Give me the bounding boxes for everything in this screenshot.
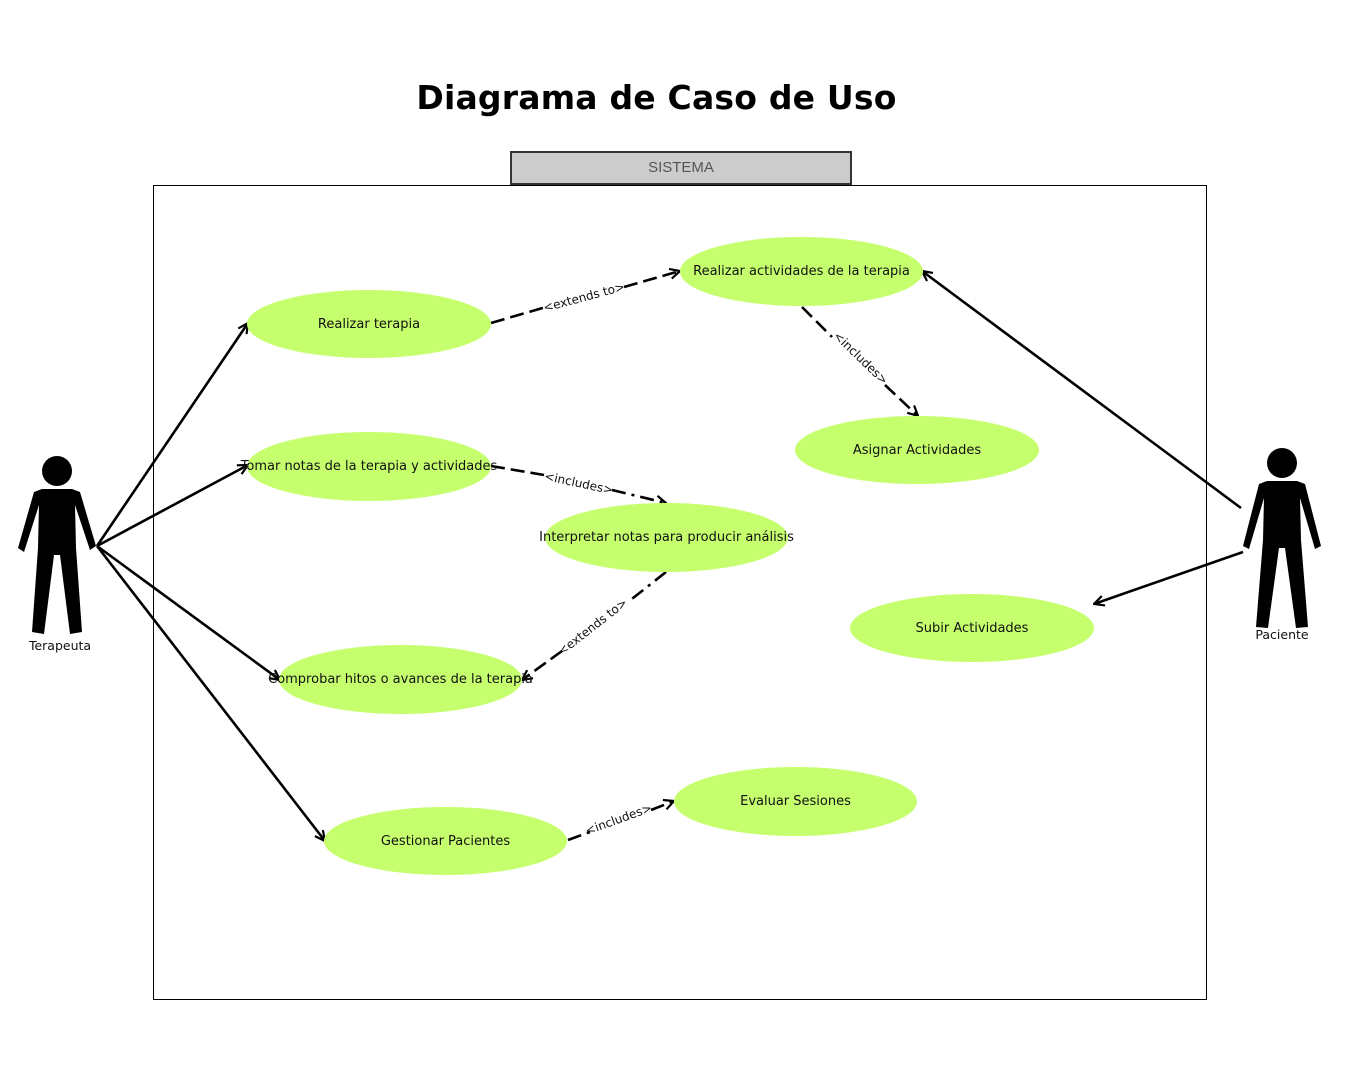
extends-line-2a (627, 570, 667, 604)
extends-line-2b (522, 649, 563, 680)
includes-line-2b (611, 488, 666, 503)
usecase-realizar-terapia[interactable]: Realizar terapia (247, 290, 491, 358)
includes-label-2: <includes> (543, 469, 614, 497)
extends-label-2: <extends to> (555, 596, 630, 659)
terapeuta-actor-icon (18, 456, 96, 634)
includes-line-3b (650, 801, 674, 812)
usecase-asignar-actividades[interactable]: Asignar Actividades (795, 416, 1039, 484)
paciente-actor-icon (1243, 448, 1321, 628)
usecase-gestionar-pacientes[interactable]: Gestionar Pacientes (324, 807, 567, 875)
usecase-tomar-notas[interactable]: Tomar notas de la terapia y actividades (241, 432, 497, 501)
extends-line-1a (490, 305, 547, 325)
assoc-paciente-subir-actividades (1094, 550, 1244, 604)
system-boundary (153, 185, 1207, 1000)
usecase-evaluar-sesiones[interactable]: Evaluar Sesiones (674, 767, 917, 836)
usecase-subir-actividades[interactable]: Subir Actividades (850, 594, 1094, 662)
includes-line-2a (490, 464, 545, 477)
usecase-realizar-actividades[interactable]: Realizar actividades de la terapia (680, 237, 923, 306)
usecase-interpretar-notas[interactable]: Interpretar notas para producir análisis (539, 503, 794, 572)
terapeuta-label: Terapeuta (28, 638, 92, 653)
assoc-terapeuta-comprobar-hitos (96, 544, 280, 680)
includes-label-1: <includes> (831, 329, 891, 388)
includes-line-1a (801, 306, 833, 338)
system-label: SISTEMA (510, 151, 852, 185)
assoc-paciente-realizar-actividades (922, 271, 1242, 510)
extends-label-1: <extends to> (542, 280, 627, 315)
diagram-title: Diagrama de Caso de Uso (416, 78, 897, 117)
includes-line-1b (884, 384, 918, 416)
assoc-terapeuta-tomar-notas (96, 465, 248, 548)
paciente-label: Paciente (1255, 627, 1309, 642)
extends-line-1b (623, 271, 680, 289)
assoc-terapeuta-realizar-terapia (95, 323, 248, 547)
assoc-terapeuta-gestionar-pacientes (95, 545, 325, 841)
usecase-comprobar-hitos[interactable]: Comprobar hitos o avances de la terapia (268, 645, 533, 714)
includes-label-3: <includes> (583, 801, 653, 838)
includes-line-3a (567, 830, 591, 842)
